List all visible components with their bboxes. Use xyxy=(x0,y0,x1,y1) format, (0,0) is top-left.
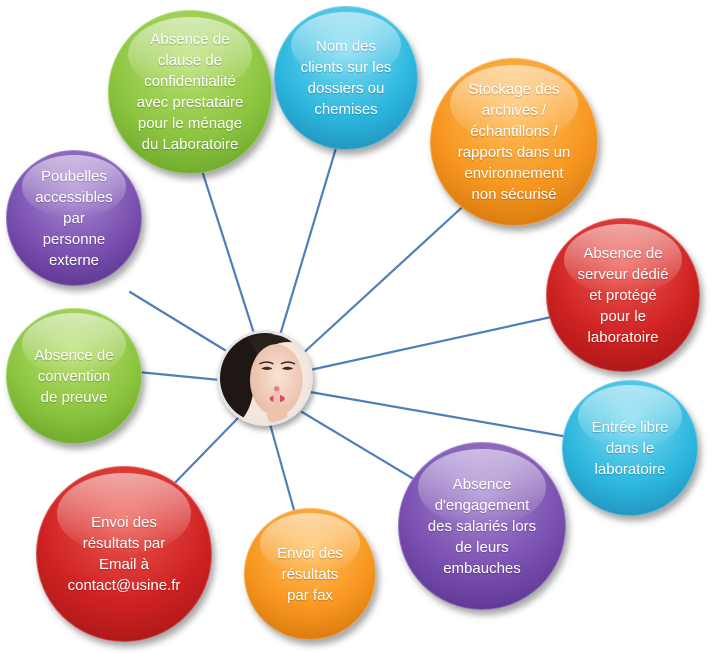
bubble-label-line: Entrée libre xyxy=(591,418,669,436)
bubble-label-line: embauches xyxy=(443,559,521,577)
bubble-label-line: clause de xyxy=(157,52,223,69)
bubble-label-line: laboratoire xyxy=(594,460,666,478)
bubble-label-line: par fax xyxy=(287,586,333,604)
bubble-label-line: Envoi des xyxy=(277,544,343,562)
bubble-label-line: Email à xyxy=(98,556,150,573)
bubble-label: Absence d'engagement des salariés lors de l… xyxy=(404,474,559,579)
bubble-label-line: personne xyxy=(42,230,106,248)
bubble-label-line: Nom des xyxy=(315,38,377,55)
connector-server xyxy=(308,314,558,372)
bubble-label-line: Absence de xyxy=(583,244,663,262)
bubble-label-line: externe xyxy=(48,251,100,269)
bubble-label: Poubelles accessibles par personne externe xyxy=(16,166,132,271)
bubble-label-line: résultats par xyxy=(82,535,166,552)
bubble-label: Stockage des archives / échantillons / rapp… xyxy=(434,79,594,205)
bubble-label-line: convention xyxy=(37,367,111,385)
bubble-label-line: d'engagement xyxy=(434,496,530,514)
bubble-label-line: dans le xyxy=(605,439,655,457)
bubble-label-line: chemises xyxy=(314,101,378,118)
bubble-label-line: des salariés lors xyxy=(427,517,537,535)
bubble-label-line: accessibles xyxy=(35,188,113,206)
bubble-label-line: rapports dans un xyxy=(457,144,571,161)
bubble-archives-storage: Stockage des archives / échantillons / rapp… xyxy=(430,58,598,226)
bubble-dedicated-server: Absence de serveur dédié et protégé pour le… xyxy=(546,218,700,372)
bubble-label-line: par xyxy=(63,209,85,227)
bubble-label-line: confidentialité xyxy=(144,73,236,90)
bubble-label: Absence de convention de preuve xyxy=(15,345,132,408)
bubble-employee-commitment: Absence d'engagement des salariés lors de l… xyxy=(398,442,566,610)
bubble-cleaning-confidentiality: Absence de clause de confidentialité avec p… xyxy=(108,10,272,174)
woman-portrait-image xyxy=(220,333,310,423)
connector-entry xyxy=(308,390,576,440)
bubble-label-line: contact@usine.fr xyxy=(67,577,181,594)
bubble-proof-convention: Absence de convention de preuve xyxy=(6,308,142,444)
bubble-label-line: archives / xyxy=(481,102,547,119)
connector-client-names xyxy=(276,146,338,344)
bubble-fax-results: Envoi des résultats par fax xyxy=(244,508,376,640)
center-portrait xyxy=(217,330,313,426)
bubble-client-names: Nom des clients sur les dossiers ou chemise… xyxy=(274,6,418,150)
bubble-label-line: et protégé xyxy=(589,286,657,304)
bubble-label-line: serveur dédié xyxy=(577,265,669,283)
bubble-label-line: Absence de xyxy=(150,31,230,48)
bubble-label-line: pour le ménage xyxy=(137,115,243,132)
connector-email xyxy=(164,416,240,494)
bubble-label-line: échantillons / xyxy=(470,123,558,140)
connector-proof xyxy=(136,370,222,382)
bubble-label-line: pour le xyxy=(600,307,646,325)
bubble-label-line: de preuve xyxy=(40,388,108,406)
bubble-label: Absence de clause de confidentialité avec p… xyxy=(114,29,267,155)
bubble-label-line: non sécurisé xyxy=(471,186,557,203)
bubble-label-line: résultats xyxy=(281,565,339,583)
bubble-label: Nom des clients sur les dossiers ou chemise… xyxy=(280,36,411,120)
connector-archives xyxy=(298,198,472,358)
bubble-label-line: Stockage des xyxy=(468,81,560,98)
bubble-label-line: du Laboratoire xyxy=(141,136,239,153)
bubble-label: Entrée libre dans le laboratoire xyxy=(573,417,688,480)
bubble-label-line: de leurs xyxy=(455,538,509,556)
connector-commitment xyxy=(300,410,424,486)
bubble-label-line: environnement xyxy=(464,165,564,182)
bubble-label-line: Poubelles xyxy=(41,167,107,185)
bubble-label-line: clients sur les xyxy=(300,59,392,76)
bubble-label: Envoi des résultats par fax xyxy=(259,543,362,606)
connector-fax xyxy=(268,422,296,512)
bubble-label-line: Absence de xyxy=(34,346,114,364)
connector-bins xyxy=(128,290,230,354)
bubble-label-line: dossiers ou xyxy=(307,80,385,97)
bubble-label-line: avec prestataire xyxy=(136,94,244,111)
bubble-label-line: Envoi des xyxy=(91,514,157,531)
bubble-label: Absence de serveur dédié et protégé pour le… xyxy=(556,243,690,348)
bubble-label-line: laboratoire xyxy=(587,328,659,346)
bubble-free-entry: Entrée libre dans le laboratoire xyxy=(562,380,698,516)
connector-cleaning xyxy=(196,156,260,348)
bubble-accessible-bins: Poubelles accessibles par personne externe xyxy=(6,150,142,286)
bubble-label-line: Absence xyxy=(452,475,512,493)
